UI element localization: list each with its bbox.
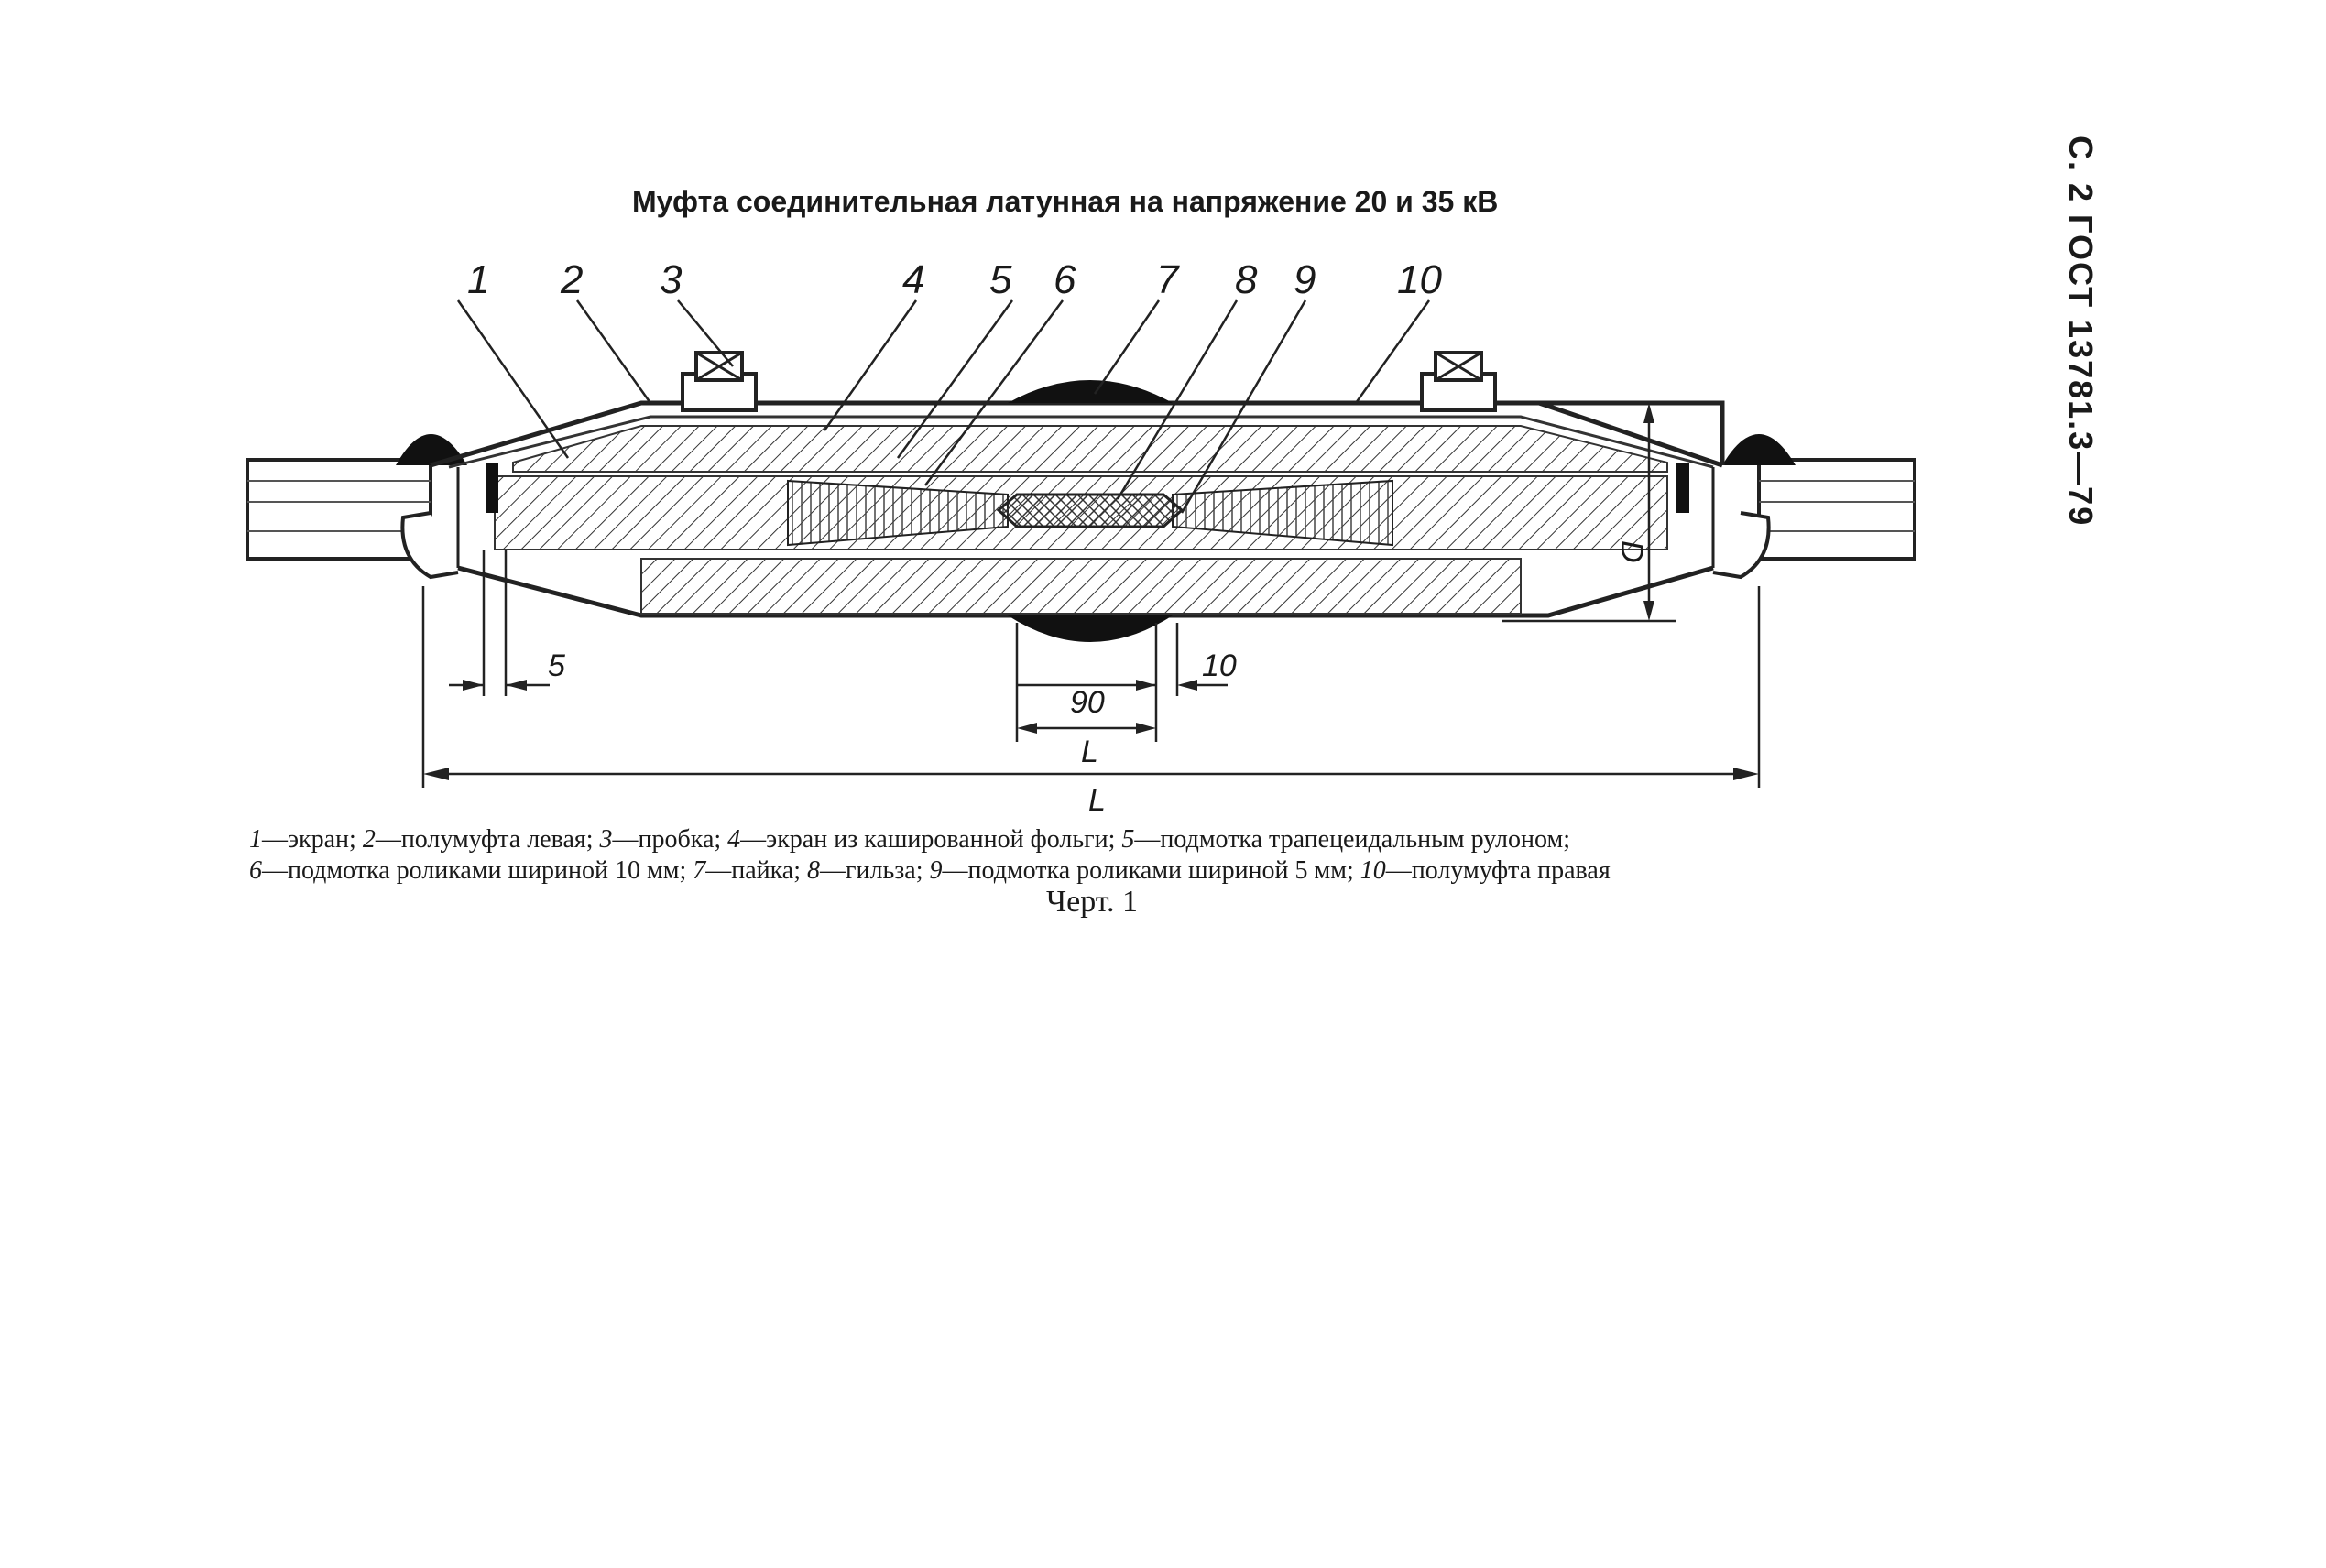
legend-text-5: —подмотка трапецеидальным рулоном;	[1134, 825, 1570, 854]
legend-num-1: 1	[249, 825, 262, 854]
dim-center-length: L	[1081, 735, 1098, 769]
solder-center-bottom	[1008, 615, 1173, 642]
solder-left	[396, 434, 467, 465]
plug-left	[681, 351, 758, 412]
dim-gap-right: 10	[1202, 648, 1237, 683]
dimension-arrows	[423, 403, 1759, 780]
callout-3: 3	[660, 257, 683, 302]
legend-num-8: 8	[807, 856, 821, 885]
legend-line-1: 1—экран; 2—полумуфта левая; 3—пробка; 4—…	[249, 824, 1962, 855]
callout-1: 1	[467, 257, 489, 302]
legend-text-9: —подмотка роликами шириной 5 мм;	[942, 856, 1360, 885]
legend-num-7: 7	[693, 856, 706, 885]
page-number: С. 2 ГОСТ 13781.3—79	[2062, 136, 2100, 528]
legend-text-4: —экран из кашированной фольги;	[740, 825, 1122, 854]
legend-num-9: 9	[929, 856, 943, 885]
clamp-left	[400, 511, 459, 580]
layer-rolls-10mm	[787, 479, 1009, 547]
legend-num-10: 10	[1360, 856, 1386, 885]
figure-label: Черт. 1	[1046, 885, 1139, 919]
legend-text-10: —полумуфта правая	[1385, 856, 1611, 885]
legend-num-2: 2	[362, 825, 376, 854]
dim-overall-length: L	[1088, 783, 1106, 818]
legend-num-3: 3	[599, 825, 613, 854]
plug-right	[1420, 351, 1497, 412]
legend: 1—экран; 2—полумуфта левая; 3—пробка; 4—…	[249, 824, 1962, 887]
legend-line-2: 6—подмотка роликами шириной 10 мм; 7—пай…	[249, 855, 1962, 887]
callout-2: 2	[560, 257, 583, 302]
legend-num-6: 6	[249, 856, 262, 885]
seal-left	[486, 463, 498, 513]
leader-lines	[456, 299, 1431, 514]
legend-num-5: 5	[1121, 825, 1135, 854]
dimension-lines	[421, 401, 1761, 788]
legend-text-8: —гильза;	[820, 856, 930, 885]
legend-num-4: 4	[727, 825, 741, 854]
solder-right	[1722, 434, 1796, 465]
cable-right	[1757, 458, 1916, 561]
solder-center-top	[1008, 380, 1173, 403]
callout-5: 5	[989, 257, 1012, 302]
coupling-drawing: 1 2 3 4 5 6 7 8 9 10 5 10 90	[246, 257, 1916, 818]
legend-text-7: —пайка;	[705, 856, 808, 885]
legend-text-1: —экран;	[262, 825, 363, 854]
legend-text-2: —полумуфта левая;	[375, 825, 600, 854]
legend-text-6: —подмотка роликами шириной 10 мм;	[262, 856, 693, 885]
callout-8: 8	[1235, 257, 1258, 302]
callout-9: 9	[1294, 257, 1316, 302]
legend-text-3: —пробка;	[612, 825, 728, 854]
callout-6: 6	[1054, 257, 1076, 302]
callout-4: 4	[902, 257, 924, 302]
cable-left	[246, 458, 432, 561]
dim-gap-left: 5	[548, 648, 565, 683]
seal-right	[1676, 463, 1689, 513]
figure-title: Муфта соединительная латунная на напряже…	[632, 185, 1499, 218]
sleeve	[996, 493, 1185, 528]
callout-10: 10	[1397, 257, 1442, 302]
callout-7: 7	[1156, 257, 1180, 302]
inner-lower-layer	[640, 558, 1522, 615]
clamp-right	[1712, 511, 1771, 580]
dim-diameter: D	[1614, 540, 1649, 563]
layer-foil-screen	[512, 425, 1668, 473]
dim-center-width: 90	[1070, 685, 1105, 720]
